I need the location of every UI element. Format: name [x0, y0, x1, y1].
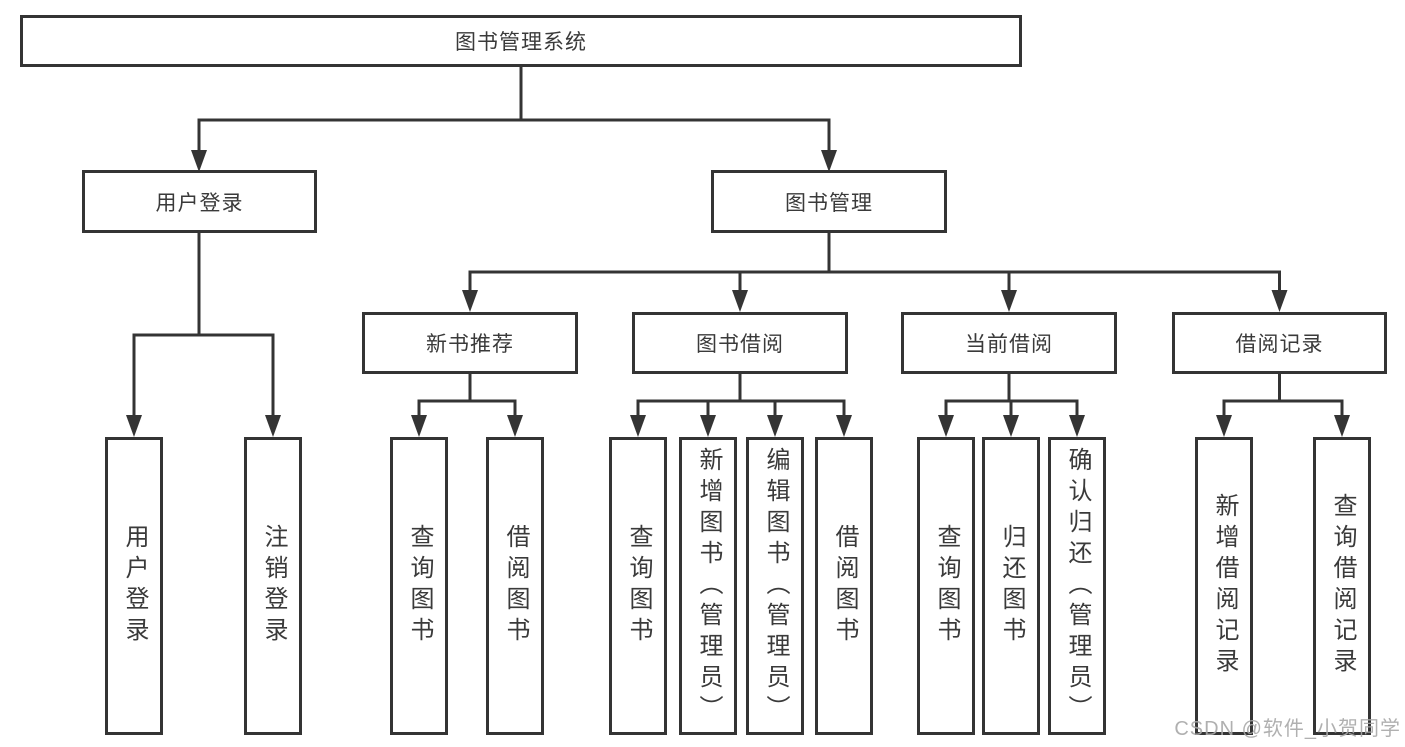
node-root: 图书管理系统	[20, 15, 1022, 67]
node-borrow-records-label: 借阅记录	[1235, 333, 1324, 356]
leaf-user-login: 用户登录	[105, 437, 163, 735]
node-current-borrow-label: 当前借阅	[965, 333, 1053, 356]
node-book-borrow: 图书借阅	[632, 312, 848, 374]
node-user-login-label: 用户登录	[155, 191, 244, 215]
leaf-current-query-books-label: 查询图书	[933, 524, 960, 648]
node-root-label: 图书管理系统	[455, 31, 587, 54]
csdn-watermark: CSDN @软件_小贺同学	[1174, 718, 1401, 740]
leaf-borrow-add-books-admin: 新增图书（管理员）	[679, 437, 737, 735]
node-new-book-recommend-label: 新书推荐	[426, 333, 514, 356]
leaf-records-add-record: 新增借阅记录	[1195, 437, 1253, 735]
leaf-current-confirm-return-admin-label: 确认归还（管理员）	[1064, 446, 1091, 726]
leaf-current-return-books-label: 归还图书	[998, 524, 1025, 648]
leaf-records-query-record: 查询借阅记录	[1313, 437, 1371, 735]
node-current-borrow: 当前借阅	[901, 312, 1117, 374]
leaf-borrow-query-books: 查询图书	[609, 437, 667, 735]
node-user-login: 用户登录	[82, 170, 317, 233]
leaf-borrow-borrow-books: 借阅图书	[815, 437, 873, 735]
leaf-user-login-label: 用户登录	[121, 524, 148, 648]
leaf-recommend-borrow-books-label: 借阅图书	[502, 524, 529, 648]
leaf-records-add-record-label: 新增借阅记录	[1211, 493, 1238, 679]
leaf-borrow-edit-books-admin-label: 编辑图书（管理员）	[762, 446, 789, 726]
node-borrow-records: 借阅记录	[1172, 312, 1387, 374]
leaf-recommend-query-books-label: 查询图书	[406, 524, 433, 648]
node-new-book-recommend: 新书推荐	[362, 312, 578, 374]
leaf-borrow-borrow-books-label: 借阅图书	[831, 524, 858, 648]
leaf-borrow-edit-books-admin: 编辑图书（管理员）	[746, 437, 804, 735]
leaf-current-return-books: 归还图书	[982, 437, 1040, 735]
leaf-logout-label: 注销登录	[260, 524, 287, 648]
leaf-recommend-query-books: 查询图书	[390, 437, 448, 735]
node-book-borrow-label: 图书借阅	[696, 333, 784, 356]
leaf-recommend-borrow-books: 借阅图书	[486, 437, 544, 735]
node-book-management-label: 图书管理	[785, 191, 873, 215]
node-book-management: 图书管理	[711, 170, 947, 233]
leaf-records-query-record-label: 查询借阅记录	[1329, 493, 1356, 679]
leaf-current-confirm-return-admin: 确认归还（管理员）	[1048, 437, 1106, 735]
arrowhead-icons	[126, 150, 1350, 437]
leaf-logout: 注销登录	[244, 437, 302, 735]
leaf-borrow-add-books-admin-label: 新增图书（管理员）	[695, 446, 722, 726]
leaf-current-query-books: 查询图书	[917, 437, 975, 735]
leaf-borrow-query-books-label: 查询图书	[625, 524, 652, 648]
